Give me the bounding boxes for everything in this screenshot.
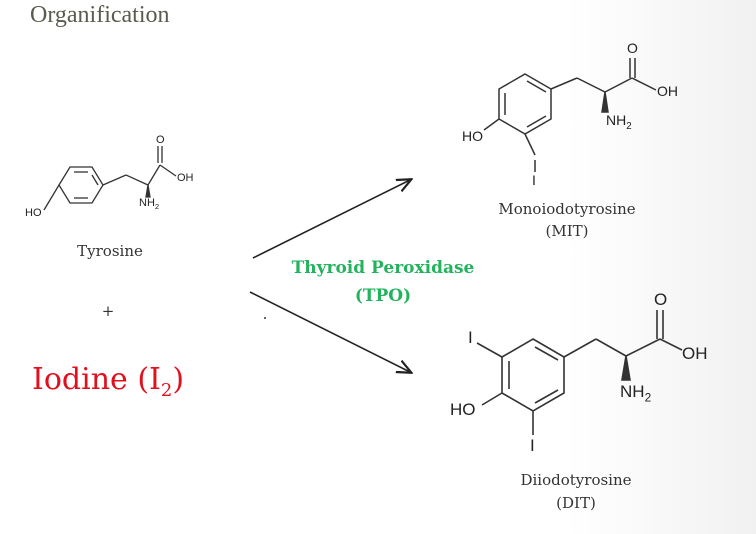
enzyme-name: Thyroid Peroxidase xyxy=(291,258,475,278)
dit-label: Diiodotyrosine xyxy=(520,471,632,489)
plus-sign: + xyxy=(101,302,115,320)
tyr-nh2: NH2 xyxy=(139,197,160,212)
mit-structure xyxy=(483,58,657,172)
slide-title: Organification xyxy=(30,2,170,28)
dit-abbr: (DIT) xyxy=(556,494,596,512)
dit-i-bottom: I xyxy=(530,436,535,455)
mit-oh: OH xyxy=(657,83,678,99)
dit-nh2: NH2 xyxy=(620,382,652,405)
tyr-ho: HO xyxy=(25,207,42,219)
arrow-to-mit xyxy=(252,180,410,259)
enzyme-abbr: (TPO) xyxy=(354,286,412,306)
arrow-to-dit xyxy=(249,291,410,372)
tyr-o: O xyxy=(156,134,165,146)
dit-ho: HO xyxy=(450,400,476,419)
dit-structure xyxy=(476,310,683,435)
mit-o: O xyxy=(627,40,638,56)
mit-i: I xyxy=(532,172,536,188)
mit-ho: HO xyxy=(462,128,483,144)
dit-oh: OH xyxy=(682,344,708,363)
mit-nh2: NH2 xyxy=(606,112,632,132)
mit-abbr: (MIT) xyxy=(545,222,589,240)
mit-label: Monoiodotyrosine xyxy=(498,200,636,218)
tyrosine-label: Tyrosine xyxy=(77,242,143,260)
tyrosine-structure xyxy=(43,146,177,211)
iodine-label: Iodine (I2) xyxy=(32,362,185,401)
tyr-oh: OH xyxy=(177,172,194,184)
dit-o: O xyxy=(654,290,668,309)
dit-i-top: I xyxy=(468,328,473,347)
